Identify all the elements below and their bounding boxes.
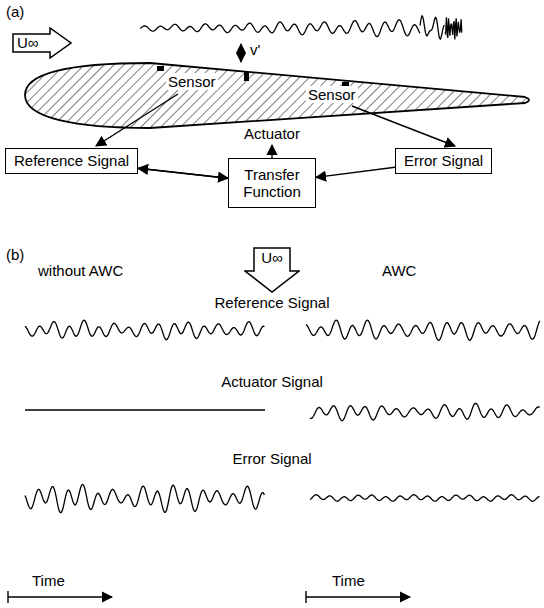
text-label: Sensor xyxy=(166,73,218,90)
node-text: Error Signal xyxy=(404,152,483,169)
sensor-leader xyxy=(352,106,455,146)
text-label: Actuator Signal xyxy=(219,373,325,390)
signal-connector xyxy=(138,168,228,178)
node-text: U∞ xyxy=(17,34,39,51)
text-label: Reference Signal xyxy=(212,294,331,311)
node-text: Transfer Function xyxy=(237,166,307,201)
time-axis xyxy=(8,596,112,597)
signal-trace xyxy=(25,485,264,513)
node-text: U∞ xyxy=(261,249,283,293)
text-label: Time xyxy=(30,572,67,589)
sensor-mark xyxy=(157,66,164,71)
flow-arrow: U∞ xyxy=(244,247,300,293)
text-label: AWC xyxy=(380,262,418,279)
time-tick xyxy=(7,591,8,603)
time-tick xyxy=(305,591,306,603)
actuator-arrow xyxy=(271,145,272,158)
time-axis xyxy=(306,596,410,597)
signal-trace xyxy=(310,495,540,502)
signal-traces xyxy=(25,16,540,513)
airfoil xyxy=(25,63,529,128)
signal-trace xyxy=(445,17,462,39)
text-label: without AWC xyxy=(36,262,125,279)
text-label: v' xyxy=(248,41,262,58)
text-label: Error Signal xyxy=(230,450,313,467)
signal-box: Transfer Function xyxy=(228,158,316,208)
text-label: (b) xyxy=(4,246,26,263)
text-label: Sensor xyxy=(306,86,358,103)
signal-connector xyxy=(138,168,228,178)
actuator-slot xyxy=(244,72,249,81)
signal-trace xyxy=(306,320,540,340)
signal-box: Error Signal xyxy=(395,148,492,174)
signal-trace xyxy=(310,403,540,420)
signal-trace xyxy=(420,16,445,39)
velocity-arrow xyxy=(240,44,241,62)
flow-arrow: U∞ xyxy=(12,27,72,59)
text-label: Actuator xyxy=(242,125,302,142)
text-label: Time xyxy=(330,572,367,589)
signal-trace xyxy=(25,409,265,410)
signal-box: Reference Signal xyxy=(5,148,138,174)
signal-connector xyxy=(316,167,395,177)
signal-trace xyxy=(140,20,420,37)
signal-trace xyxy=(25,320,264,339)
sensor-leader xyxy=(96,94,178,146)
node-text: Reference Signal xyxy=(14,152,129,169)
text-label: (a) xyxy=(4,3,26,20)
